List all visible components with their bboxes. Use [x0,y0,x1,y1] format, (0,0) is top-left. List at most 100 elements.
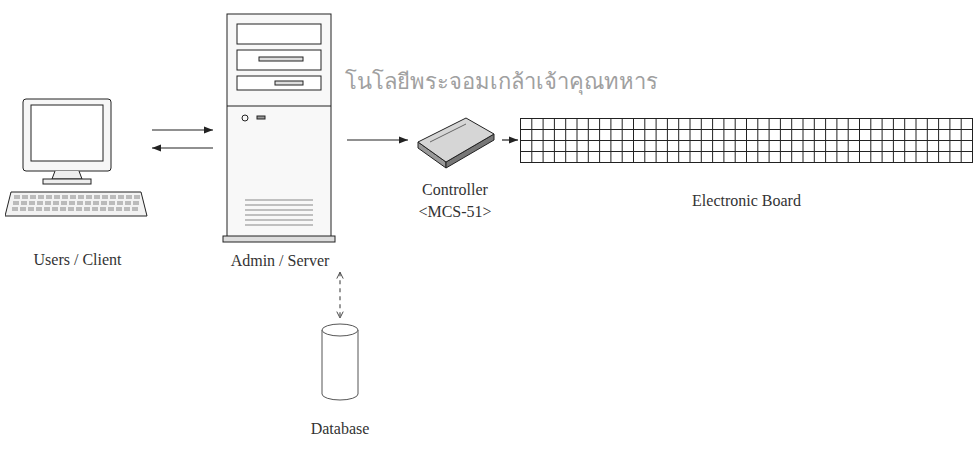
keyboard-key [61,201,67,205]
client-shape [5,95,150,220]
keyboard-key [94,195,100,199]
monitor-neck [52,171,82,179]
keyboard-key [22,195,28,199]
keyboard-key [13,201,19,205]
keyboard-key [101,201,107,205]
monitor-base [43,179,91,184]
vent-line [245,225,313,226]
keyboard-key [108,207,114,211]
data-arrow [152,129,213,130]
node-sublabel: <MCS-51> [410,202,500,221]
keyboard-key [133,201,139,205]
board-icon [521,119,973,163]
vent-line [245,210,313,211]
keyboard-key [77,201,83,205]
electronic-board: Electronic Board [520,118,973,210]
keyboard-key [45,201,51,205]
tower-foot [223,236,335,242]
keyboard-key [20,207,26,211]
status-light [257,116,265,119]
keyboard-key [126,195,132,199]
keyboard-key [92,207,98,211]
keyboard-key [53,201,59,205]
keyboard-key [84,207,90,211]
vent-line [245,220,313,221]
keyboard-key [117,201,123,205]
node-label: Admin / Server [215,251,345,270]
node-label: Electronic Board [520,191,973,210]
dashed-link [339,272,340,318]
board-frame [521,119,973,163]
keyboard-key [86,195,92,199]
controller-shape [410,112,500,170]
tower-case [227,14,331,238]
data-arrow [152,147,213,148]
vent-line [245,215,313,216]
keyboard-key [110,195,116,199]
grid-line [521,151,973,152]
keyboard-key [36,207,42,211]
keyboard-key [12,207,18,211]
server-icon [223,14,335,242]
watermark-text: โนโลยีพระจอมเกล้าเจ้าคุณทหาร [345,64,658,99]
keyboard-key [28,207,34,211]
controller-device: Controller <MCS-51> [410,112,500,221]
drive-slot [275,81,303,85]
keyboard-key [70,195,76,199]
keyboard-key [68,207,74,211]
client-icon [5,99,147,216]
keyboard-key [76,207,82,211]
keyboard-key [52,207,58,211]
keyboard-key [118,195,124,199]
device-detail [430,124,466,142]
monitor-body [23,99,111,171]
database-icon [322,324,358,400]
node-label: Database [300,419,380,438]
drive-bay [237,76,321,90]
keyboard-key [124,207,130,211]
drive-bay [237,50,321,70]
keyboard-key [100,207,106,211]
database-cylinder: Database [300,320,380,438]
keyboard-key [62,195,68,199]
keyboard-key [109,201,115,205]
keyboard-key [85,201,91,205]
controller-icon [418,118,494,168]
keyboard-key [60,207,66,211]
data-arrow [502,139,518,140]
node-label: Controller [410,180,500,199]
keyboard-key [38,195,44,199]
keyboard-key [69,201,75,205]
keyboard-key [46,195,52,199]
keyboard-key [102,195,108,199]
grid-line [521,129,973,130]
client-computer: Users / Client [5,95,150,269]
server-shape [215,10,345,245]
board-shape [520,118,973,163]
keyboard-key [125,201,131,205]
keyboard-key [44,207,50,211]
vent-line [245,205,313,206]
keyboard-key [78,195,84,199]
power-button [242,115,248,121]
keyboard-key [37,201,43,205]
server-tower: Admin / Server [215,10,345,270]
grid-line [521,140,973,141]
panel-line [227,106,331,107]
cylinder-body [322,330,358,400]
keyboard [5,192,147,216]
drive-slot [259,57,303,61]
monitor-screen [31,105,103,161]
device-top [418,118,494,162]
keyboard-key [93,201,99,205]
database-shape [300,320,380,405]
cylinder-top [322,324,358,336]
node-label: Users / Client [5,250,150,269]
data-arrow [347,139,408,140]
keyboard-key [134,195,140,199]
keyboard-key [116,207,122,211]
keyboard-key [54,195,60,199]
keyboard-key [132,207,138,211]
keyboard-key [14,195,20,199]
